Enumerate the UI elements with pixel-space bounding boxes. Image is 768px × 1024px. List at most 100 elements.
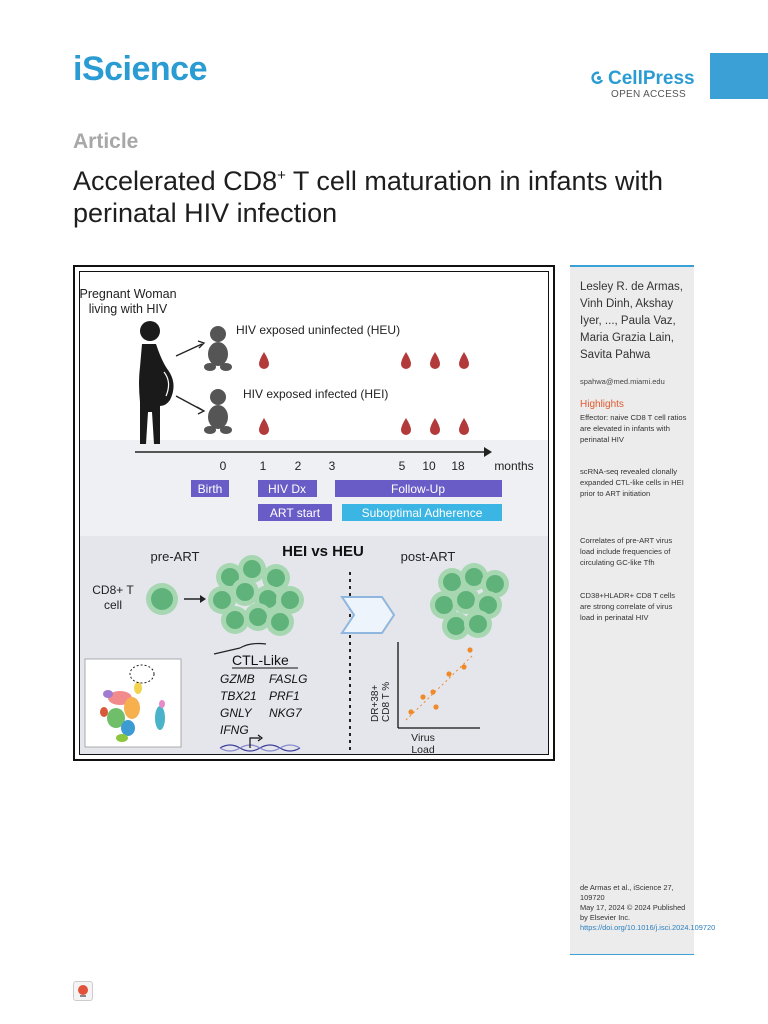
phase-hiv-dx xyxy=(258,480,317,497)
mother-label-line2: living with HIV xyxy=(89,302,168,316)
phase-suboptimal-label: Suboptimal Adherence xyxy=(362,506,483,520)
graphical-abstract: Pregnant Woman living with HIV xyxy=(73,265,555,761)
highlight-item: CD38+HLADR+ CD8 T cells are strong corre… xyxy=(580,591,676,622)
gene-nkg7: NKG7 xyxy=(269,706,303,720)
correspondence-email[interactable]: spahwa@med.miami.edu xyxy=(580,377,665,386)
scatter-point xyxy=(408,709,414,715)
timeline-tick-18: 18 xyxy=(451,459,465,473)
check-for-updates-mark-icon xyxy=(78,985,88,997)
doi-link[interactable]: https://doi.org/10.1016/j.isci.2024.1097… xyxy=(580,923,716,932)
y-axis-label-line2: CD8 T % xyxy=(381,682,392,722)
scatter-points xyxy=(408,647,473,715)
arrow-to-heu xyxy=(175,343,203,357)
cd8-cell-icon xyxy=(146,583,178,615)
phase-art-start xyxy=(258,504,332,521)
timeline-unit: months xyxy=(494,459,533,473)
infant-hei-icon xyxy=(204,389,232,434)
blood-drops-heu xyxy=(259,352,469,369)
dna-icon xyxy=(219,734,301,752)
post-art-label: post-ART xyxy=(401,549,456,564)
timeline-tick-1: 1 xyxy=(260,459,267,473)
cd8-label-line1: CD8+ T xyxy=(92,583,134,597)
infant-heu-icon xyxy=(204,326,232,371)
scatter-point xyxy=(461,664,467,670)
ctl-arrow xyxy=(213,647,241,655)
highlight-item: scRNA-seq revealed clonally expanded CTL… xyxy=(580,467,684,498)
gene-tbx21: TBX21 xyxy=(220,689,257,703)
gene-faslg: FASLG xyxy=(269,672,307,686)
arrowhead-icon xyxy=(197,340,206,349)
pregnant-woman-icon xyxy=(139,321,174,444)
expanded-cells-pre xyxy=(208,555,304,636)
graphical-abstract-canvas: Pregnant Woman living with HIV xyxy=(80,287,548,755)
phase-birth-label: Birth xyxy=(198,482,223,496)
scatter-point xyxy=(430,689,436,695)
heu-label: HIV exposed uninfected (HEU) xyxy=(236,323,400,337)
blood-drop-icon xyxy=(401,352,411,369)
phase-birth xyxy=(191,480,229,497)
brand-color-tab xyxy=(710,53,768,99)
trend-line xyxy=(405,655,473,721)
blood-drop-icon xyxy=(401,418,411,435)
timeline-tick-2: 2 xyxy=(295,459,302,473)
highlight-item: Effector: naive CD8 T cell ratios are el… xyxy=(580,413,687,444)
expanded-cells-post xyxy=(430,563,509,640)
blood-drop-icon xyxy=(259,418,269,435)
blood-drop-icon xyxy=(430,418,440,435)
blood-drop-icon xyxy=(259,352,269,369)
blood-drop-icon xyxy=(459,352,469,369)
mother-label-line1: Pregnant Woman xyxy=(80,287,177,301)
open-access-label: OPEN ACCESS xyxy=(611,89,686,100)
timeline-arrowhead-icon xyxy=(484,447,492,457)
article-type-label: Article xyxy=(73,130,139,153)
cd8-label-line2: cell xyxy=(104,598,122,612)
cellpress-logo[interactable]: CellPress xyxy=(590,68,695,90)
title-part: Accelerated CD8 xyxy=(73,166,278,196)
timeline-tick-5: 5 xyxy=(399,459,406,473)
scatter-point xyxy=(446,671,452,677)
title-part: T cell maturation in infants with perina… xyxy=(73,166,664,228)
graphical-abstract-inner: Pregnant Woman living with HIV xyxy=(79,271,549,755)
citation-dates: May 17, 2024 © 2024 Published by Elsevie… xyxy=(580,903,686,922)
article-title: Accelerated CD8+ T cell maturation in in… xyxy=(73,160,713,229)
sidebar: Lesley R. de Armas, Vinh Dinh, Akshay Iy… xyxy=(570,265,716,955)
gene-prf1: PRF1 xyxy=(269,689,300,703)
gene-ifng: IFNG xyxy=(220,723,249,737)
scatter-point xyxy=(433,704,439,710)
blood-drops-hei xyxy=(259,418,469,435)
blood-drop-icon xyxy=(430,352,440,369)
comparison-title: HEI vs HEU xyxy=(282,543,364,560)
timeline-tick-3: 3 xyxy=(329,459,336,473)
y-axis-label-line1: DR+38+ xyxy=(370,685,381,722)
treatment-chevron-icon xyxy=(340,596,396,634)
timeline-tick-0: 0 xyxy=(220,459,227,473)
phase-hiv-dx-label: HIV Dx xyxy=(268,482,306,496)
x-axis-label-line2: Load xyxy=(411,744,435,755)
gene-gnly: GNLY xyxy=(220,706,253,720)
ctl-like-title: CTL-Like xyxy=(232,652,289,668)
timeline-tick-10: 10 xyxy=(422,459,436,473)
journal-logo[interactable]: iScience xyxy=(73,50,207,88)
gene-gzmb: GZMB xyxy=(220,672,255,686)
citation-ref: de Armas et al., iScience 27, 109720 xyxy=(580,883,674,902)
phase-follow-up-label: Follow-Up xyxy=(391,482,445,496)
highlights-heading: Highlights xyxy=(580,399,624,410)
ctl-arrow xyxy=(239,642,267,649)
x-axis-label-line1: Virus xyxy=(411,732,435,744)
cellpress-mark-icon xyxy=(591,71,604,84)
publisher-name: CellPress xyxy=(608,68,695,89)
correlation-plot: DR+38+ CD8 T % Virus Load xyxy=(370,642,480,755)
citation: de Armas et al., iScience 27, 109720 May… xyxy=(580,883,716,933)
phase-suboptimal xyxy=(342,504,502,521)
scatter-point xyxy=(467,647,473,653)
check-for-updates-icon[interactable] xyxy=(73,981,93,1001)
author-list[interactable]: Lesley R. de Armas, Vinh Dinh, Akshay Iy… xyxy=(580,281,683,361)
phase-follow-up xyxy=(335,480,502,497)
blood-drop-icon xyxy=(459,418,469,435)
hei-label: HIV exposed infected (HEI) xyxy=(243,387,388,401)
highlight-item: Correlates of pre-ART virus load include… xyxy=(580,536,673,567)
umap-clusters xyxy=(100,664,165,742)
phase-art-start-label: ART start xyxy=(270,506,321,520)
scatter-point xyxy=(420,694,426,700)
pre-art-label: pre-ART xyxy=(151,549,200,564)
